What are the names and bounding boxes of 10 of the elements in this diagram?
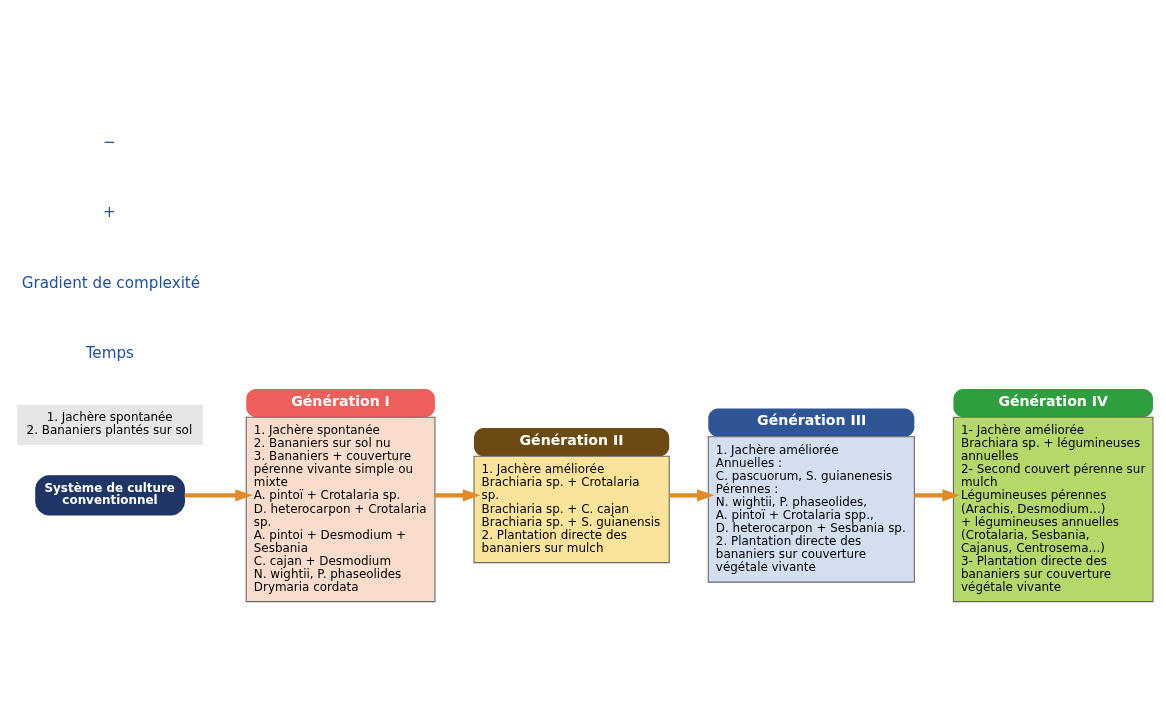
node-box: 1. Jachère spontanée 2. Bananiers plantés sur sol bbox=[17, 404, 203, 445]
arrow bbox=[914, 488, 960, 501]
label: + bbox=[103, 202, 116, 221]
label: Gradient de complexité bbox=[21, 273, 201, 292]
arrow bbox=[669, 488, 715, 501]
arrow bbox=[184, 488, 253, 501]
node-box: Système de culture conventionnel bbox=[35, 474, 185, 515]
arrow bbox=[435, 488, 481, 501]
label: − bbox=[103, 132, 116, 151]
label: Temps bbox=[85, 343, 135, 362]
